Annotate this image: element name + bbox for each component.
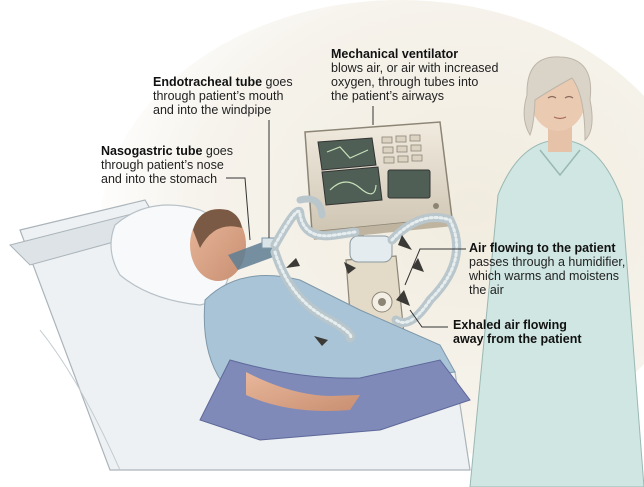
exhaled-title: Exhaled air flowing [453, 318, 567, 332]
ventilator-title: Mechanical ventilator [331, 47, 458, 61]
endotracheal-title: Endotracheal tube [153, 75, 262, 89]
endotracheal-line-2: and into the windpipe [153, 103, 271, 117]
air-to-patient-title: Air flowing to the patient [469, 241, 616, 255]
ventilator-label: Mechanical ventilator blows air, or air … [331, 47, 498, 103]
nasogastric-line-2: and into the stomach [101, 172, 217, 186]
air-to-patient-line-3: the air [469, 283, 504, 297]
ventilator-line-3: the patient’s airways [331, 89, 444, 103]
exhaled-air-label: Exhaled air flowing away from the patien… [453, 318, 582, 346]
endotracheal-line-1: through patient’s mouth [153, 89, 283, 103]
air-to-patient-line-2: which warms and moistens [469, 269, 619, 283]
nasogastric-label: Nasogastric tube goes through patient’s … [101, 144, 233, 186]
ventilator-line-1: blows air, or air with increased [331, 61, 498, 75]
endotracheal-label: Endotracheal tube goes through patient’s… [153, 75, 293, 117]
nasogastric-line-1: through patient’s nose [101, 158, 224, 172]
nasogastric-title-tail: goes [202, 144, 233, 158]
air-to-patient-line-1: passes through a humidifier, [469, 255, 625, 269]
exhaled-line-1: away from the patient [453, 332, 582, 346]
ventilator-line-2: oxygen, through tubes into [331, 75, 478, 89]
air-to-patient-label: Air flowing to the patient passes throug… [469, 241, 625, 297]
endotracheal-title-tail: goes [262, 75, 293, 89]
ventilator-machine [305, 122, 454, 240]
nasogastric-title: Nasogastric tube [101, 144, 202, 158]
